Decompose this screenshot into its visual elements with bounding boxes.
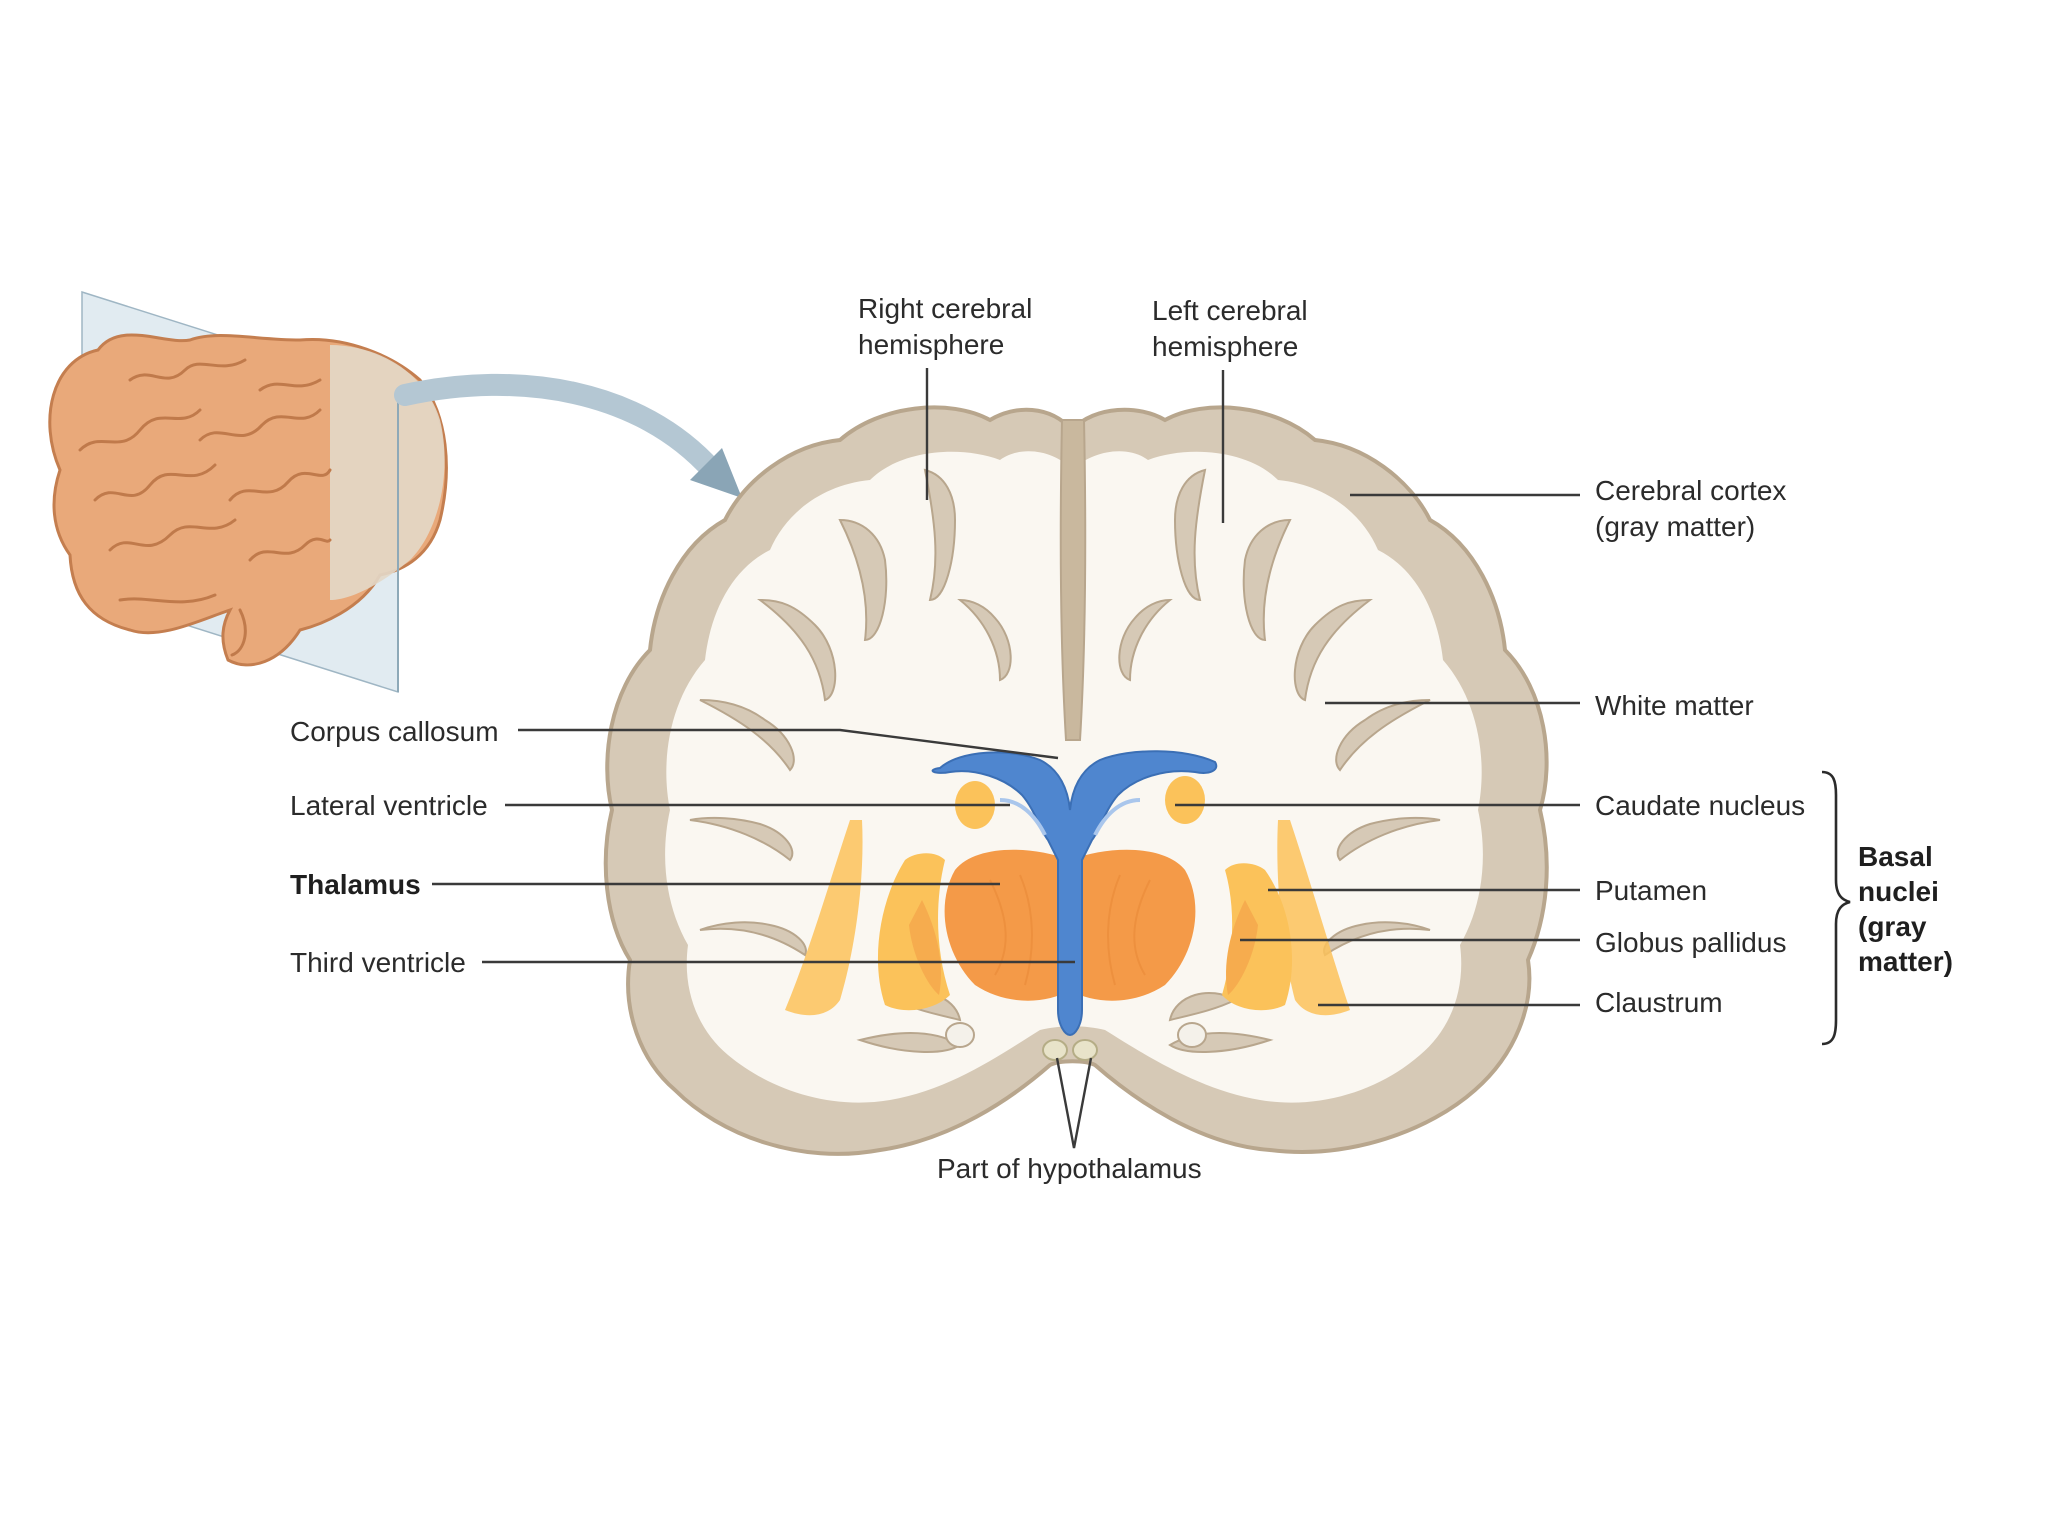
whole-brain-thumbnail	[50, 292, 447, 692]
label-basal-nuclei-line4: matter)	[1858, 946, 1953, 977]
label-corpus-callosum: Corpus callosum	[290, 716, 499, 747]
label-basal-nuclei-line2: nuclei	[1858, 876, 1939, 907]
label-right-hemisphere-line2: hemisphere	[858, 329, 1004, 360]
label-right-hemisphere-line1: Right cerebral	[858, 293, 1032, 324]
label-left-hemisphere-line1: Left cerebral	[1152, 295, 1308, 326]
label-left-hemisphere-line2: hemisphere	[1152, 331, 1298, 362]
label-cerebral-cortex-line1: Cerebral cortex	[1595, 475, 1786, 506]
label-basal-nuclei-line1: Basal	[1858, 841, 1933, 872]
basal-nuclei-bracket	[1822, 772, 1850, 1044]
label-white-matter: White matter	[1595, 690, 1754, 721]
label-thalamus: Thalamus	[290, 869, 421, 900]
label-part-of-hypothalamus: Part of hypothalamus	[937, 1153, 1202, 1184]
label-lateral-ventricle: Lateral ventricle	[290, 790, 488, 821]
label-third-ventricle: Third ventricle	[290, 947, 466, 978]
coronal-section	[606, 407, 1547, 1153]
caudate-nucleus-left	[1165, 776, 1205, 824]
label-cerebral-cortex-line2: (gray matter)	[1595, 511, 1755, 542]
label-putamen: Putamen	[1595, 875, 1707, 906]
label-basal-nuclei: Basal nuclei (gray matter)	[1858, 841, 1953, 977]
label-caudate-nucleus: Caudate nucleus	[1595, 790, 1805, 821]
label-claustrum: Claustrum	[1595, 987, 1723, 1018]
label-basal-nuclei-line3: (gray	[1858, 911, 1927, 942]
label-right-cerebral-hemisphere: Right cerebral hemisphere	[858, 293, 1040, 360]
label-left-cerebral-hemisphere: Left cerebral hemisphere	[1152, 295, 1315, 362]
label-cerebral-cortex: Cerebral cortex (gray matter)	[1595, 475, 1794, 542]
section-arrow	[405, 385, 712, 470]
label-globus-pallidus: Globus pallidus	[1595, 927, 1786, 958]
